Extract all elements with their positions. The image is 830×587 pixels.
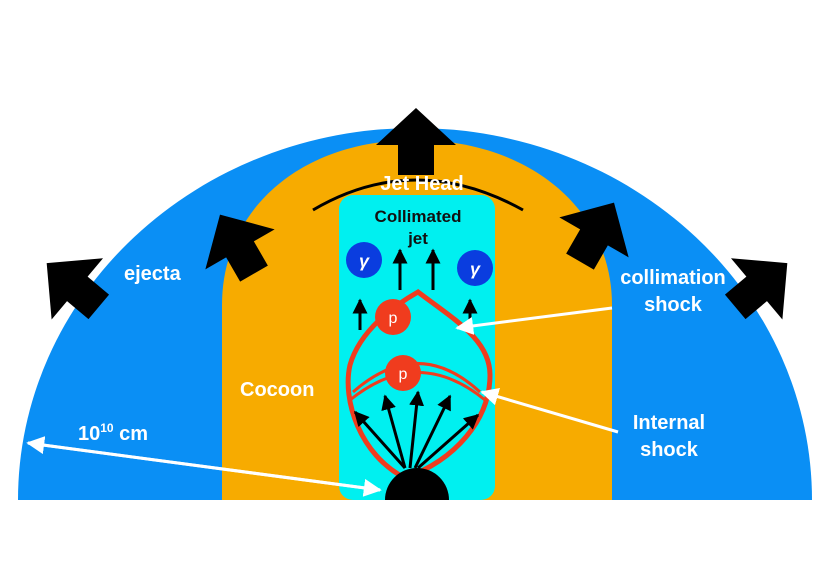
collimation-shock-label-line2: shock bbox=[644, 294, 703, 316]
radius-base: 10 bbox=[78, 423, 100, 445]
collimated-jet-label-line2: jet bbox=[407, 229, 428, 248]
photon-left bbox=[346, 242, 382, 278]
collimation-shock-label-line1: collimation bbox=[620, 267, 726, 289]
internal-shock-label-line1: Internal bbox=[633, 412, 705, 434]
radius-exponent: 10 bbox=[100, 421, 114, 435]
radius-unit: cm bbox=[114, 423, 148, 445]
proton-upper bbox=[375, 299, 411, 335]
jet-head-arc bbox=[312, 178, 524, 212]
internal-pointer bbox=[480, 387, 619, 434]
photon-right bbox=[457, 250, 493, 286]
photon-right-symbol: γ bbox=[470, 259, 481, 279]
outflow-arrow-upper-left bbox=[205, 214, 275, 282]
proton-lower-symbol: p bbox=[399, 366, 408, 383]
collimated-jet-label-line1: Collimated bbox=[375, 207, 462, 226]
outflow-arrow-upper-right bbox=[559, 202, 629, 270]
outflow-arrow-top bbox=[376, 108, 456, 175]
radius-arrow-head bbox=[27, 441, 382, 497]
proton-lower bbox=[385, 355, 421, 391]
radius-label: 1010 cm bbox=[78, 421, 148, 445]
jet-head-label: Jet Head bbox=[380, 173, 463, 195]
collimation-pointer bbox=[455, 306, 613, 335]
central-engine bbox=[385, 468, 449, 500]
internal-shock-label-line2: shock bbox=[640, 439, 699, 461]
outflow-arrow-left bbox=[46, 258, 110, 320]
photon-left-symbol: γ bbox=[359, 251, 370, 271]
pointer-arrows bbox=[26, 306, 619, 497]
ejecta-label: ejecta bbox=[124, 263, 182, 285]
proton-upper-symbol: p bbox=[389, 310, 398, 327]
injection-arrows bbox=[353, 390, 480, 470]
outflow-arrow-right bbox=[724, 258, 788, 320]
cocoon-label: Cocoon bbox=[240, 379, 314, 401]
